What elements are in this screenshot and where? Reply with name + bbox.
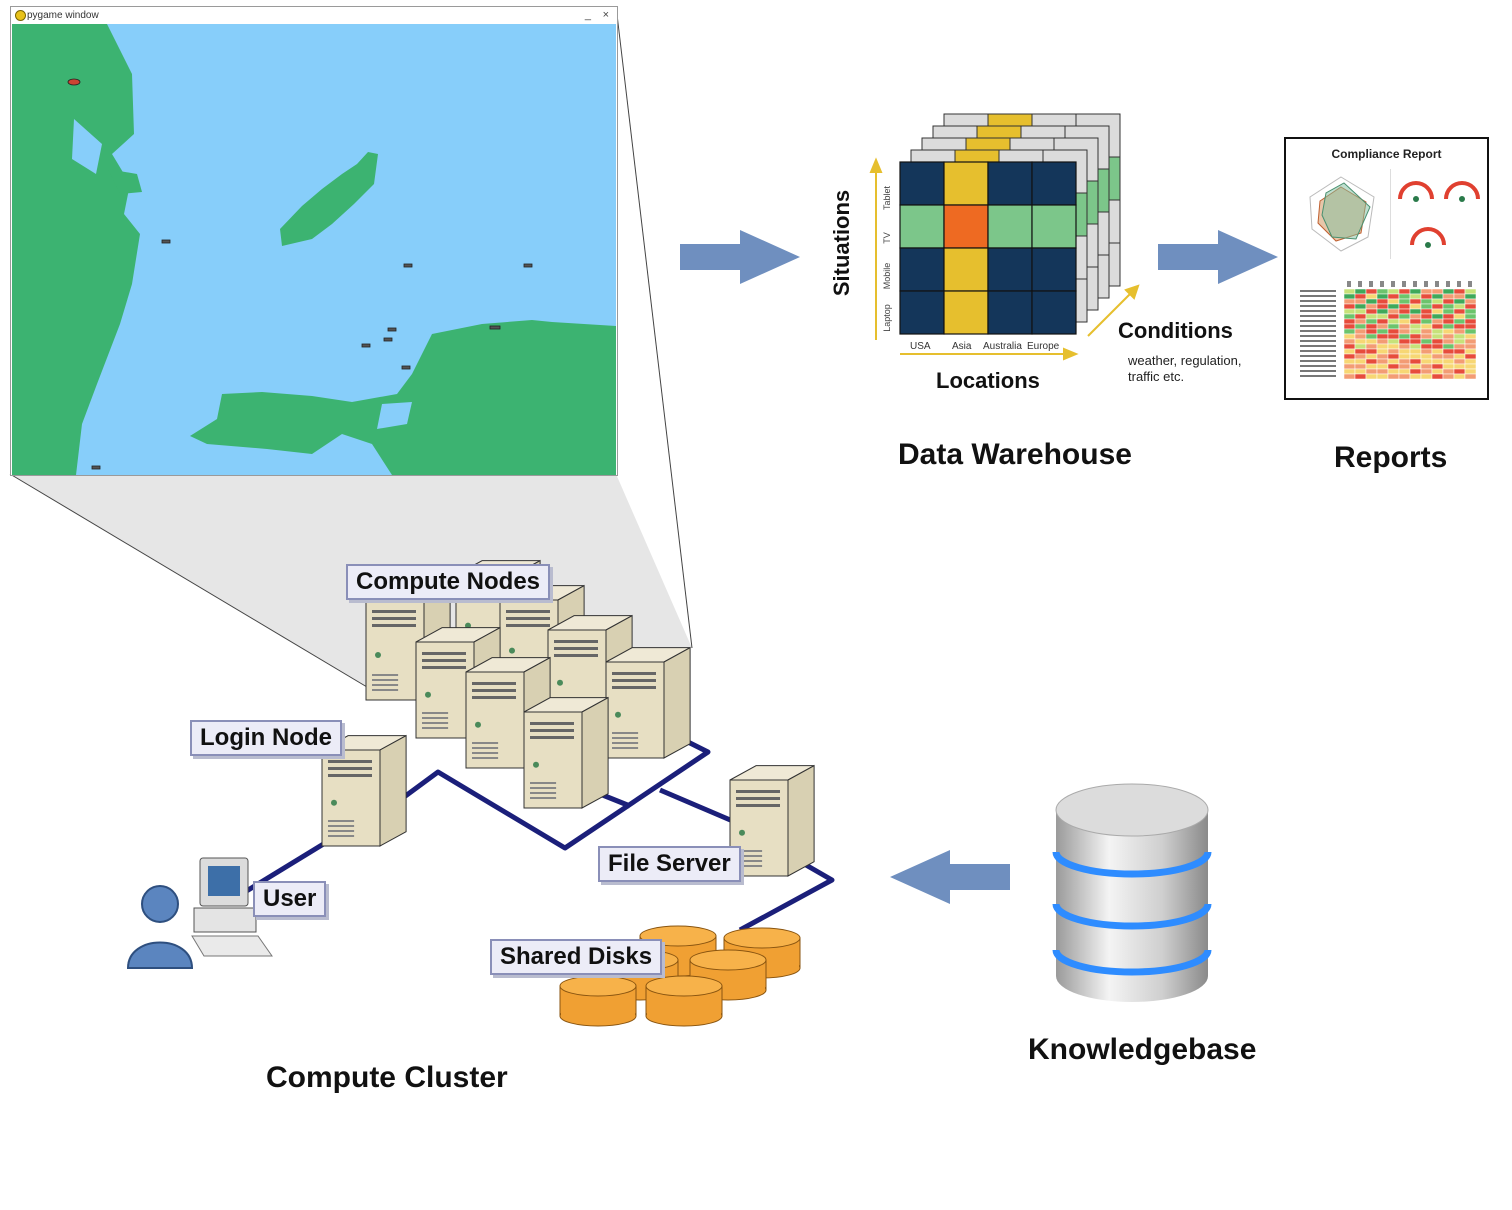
compute-cluster-caption: Compute Cluster <box>266 1061 508 1094</box>
server-icon <box>729 764 815 877</box>
locations-axis-label: Locations <box>936 368 1040 393</box>
server-icon <box>605 646 691 759</box>
disk-icon <box>559 975 637 1027</box>
gauge-icons <box>1398 181 1480 248</box>
knowledgebase-caption: Knowledgebase <box>1028 1033 1257 1066</box>
simulation-window: pygame window _ × <box>10 6 618 476</box>
conditions-note-line-2: traffic etc. <box>1128 369 1185 384</box>
reports-caption: Reports <box>1334 441 1448 474</box>
window-titlebar: pygame window <box>11 7 617 24</box>
user-tag: User <box>253 881 327 917</box>
arrow-map-to-warehouse <box>680 230 800 284</box>
x-tick-europe: Europe <box>1027 341 1060 352</box>
server-icon <box>321 734 407 847</box>
file-server-tag: File Server <box>598 846 741 882</box>
boat-icons <box>67 78 533 470</box>
x-tick-usa: USA <box>910 341 931 352</box>
compute-nodes-tag: Compute Nodes <box>346 564 551 600</box>
minimize-button[interactable]: _ <box>584 9 591 21</box>
login-node-tag: Login Node <box>190 720 342 756</box>
radar-chart <box>1309 176 1375 252</box>
arrow-knowledgebase-to-cluster <box>890 850 1010 904</box>
conditions-note-line-1: weather, regulation, <box>1128 353 1242 368</box>
database-icon <box>1052 783 1212 1002</box>
window-title: pygame window <box>27 10 99 21</box>
compliance-report-document: Compliance Report <box>1284 137 1489 400</box>
arrow-warehouse-to-reports <box>1158 230 1278 284</box>
conditions-axis-label: Conditions <box>1118 318 1233 343</box>
x-tick-asia: Asia <box>952 341 972 352</box>
user-with-computer <box>126 857 273 969</box>
x-tick-australia: Australia <box>983 341 1022 352</box>
disk-icon <box>645 975 723 1027</box>
sea-map <box>12 24 616 475</box>
gauge-panel <box>1390 169 1483 259</box>
window-app-icon <box>15 10 26 21</box>
report-title: Compliance Report <box>1331 147 1442 161</box>
server-icon <box>523 696 609 809</box>
close-button[interactable]: × <box>602 9 609 21</box>
heatmap-table <box>1300 281 1477 380</box>
shared-disks-tag: Shared Disks <box>490 939 663 975</box>
data-warehouse-caption: Data Warehouse <box>898 438 1132 471</box>
data-cube <box>869 113 1140 361</box>
